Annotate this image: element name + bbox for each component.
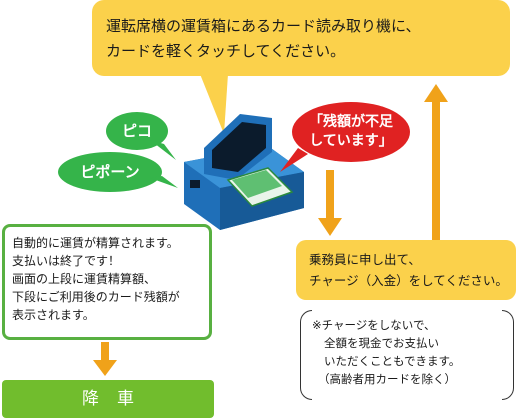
charge-line-2: チャージ（入金）をしてください。 xyxy=(309,273,508,288)
touch-instruction-callout: 運転席横の運賃箱にあるカード読み取り機に、 カードを軽くタッチしてください。 xyxy=(92,0,510,76)
note-line-1: ※チャージをしないで、 xyxy=(312,318,436,332)
arrow-up-to-top-icon xyxy=(424,84,448,240)
success-line-4: 下段にご利用後のカード残額が xyxy=(12,290,180,304)
note-line-4: （高齢者用カードを除く） xyxy=(318,372,456,386)
success-line-3: 画面の上段に運賃精算額、 xyxy=(12,272,157,286)
callout-line-2: カードを軽くタッチしてください。 xyxy=(106,42,346,60)
shortage-line-2: しています」 xyxy=(309,133,393,149)
success-line-1: 自動的に運賃が精算されます。 xyxy=(12,236,179,250)
note-line-3: いただくこともできます。 xyxy=(324,354,461,368)
piporn-bubble-tail-icon xyxy=(150,176,178,188)
arrow-down-to-charge-icon xyxy=(318,170,342,236)
exit-bus-bar: 降車 xyxy=(2,380,214,418)
piporn-sound-bubble: ピポーン xyxy=(58,152,162,192)
auto-settlement-box: 自動的に運賃が精算されます。 支払いは終了です！ 画面の上段に運賃精算額、 下段… xyxy=(2,224,212,340)
cash-payment-note: ※チャージをしないで、 全額を現金でお支払い いただくこともできます。 （高齢者… xyxy=(312,316,502,394)
charge-instruction-box: 乗務員に申し出て、 チャージ（入金）をしてください。 xyxy=(296,240,516,300)
note-bracket-left xyxy=(300,310,312,400)
insufficient-balance-bubble: 「残額が不足 しています」 xyxy=(292,102,410,162)
note-bracket-right xyxy=(502,310,514,400)
success-line-2: 支払いは終了です！ xyxy=(12,254,121,268)
charge-line-1: 乗務員に申し出て、 xyxy=(309,252,421,267)
shortage-line-1: 「残額が不足 xyxy=(309,114,393,130)
pico-bubble-tail-icon xyxy=(150,140,176,160)
arrow-down-to-exit-icon xyxy=(93,342,117,376)
note-line-2: 全額を現金でお支払い xyxy=(324,336,439,350)
success-line-5: 表示されます。 xyxy=(12,308,95,322)
callout-line-1: 運転席横の運賃箱にあるカード読み取り機に、 xyxy=(106,17,421,35)
card-reader-illustration xyxy=(184,114,304,230)
callout-tail-icon xyxy=(200,74,228,134)
shortage-bubble-tail-icon xyxy=(280,148,308,172)
